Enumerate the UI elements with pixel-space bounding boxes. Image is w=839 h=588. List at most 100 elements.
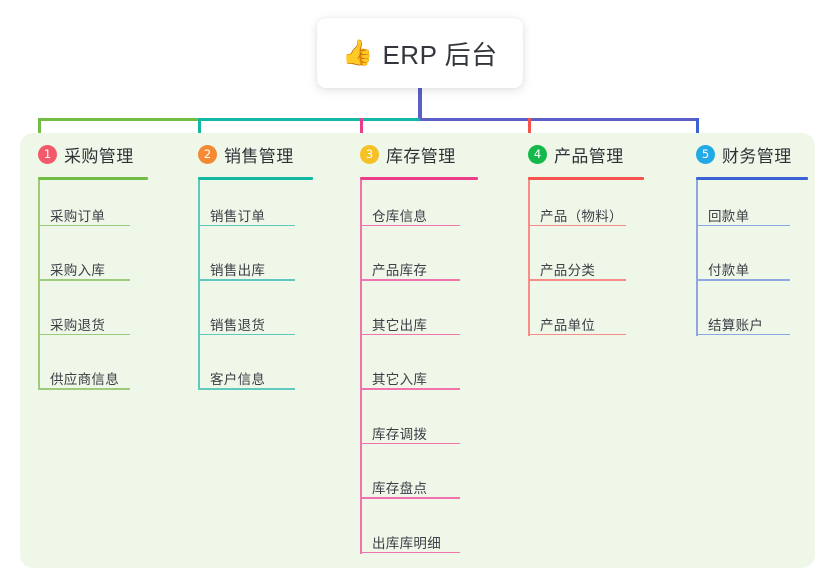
branch-header-1[interactable]: 1 采购管理 — [38, 142, 134, 167]
leaf-item[interactable]: 出库库明细 — [360, 526, 490, 556]
leaf-label: 仓库信息 — [372, 208, 428, 224]
branch-title: 采购管理 — [64, 147, 134, 166]
root-node[interactable]: 👍 ERP 后台 — [317, 18, 523, 88]
leaf-underline — [198, 224, 295, 227]
leaf-label: 采购退货 — [50, 317, 106, 333]
branch-spine — [38, 180, 40, 390]
leaf-item[interactable]: 仓库信息 — [360, 199, 490, 229]
leaf-underline — [696, 224, 790, 227]
branch-spine — [528, 180, 530, 336]
leaf-label: 出库库明细 — [372, 535, 441, 551]
branch-title: 销售管理 — [224, 147, 294, 166]
branch-number-badge: 2 — [198, 145, 217, 164]
leaf-item[interactable]: 付款单 — [696, 253, 826, 283]
leaf-underline — [360, 388, 460, 390]
leaf-label: 供应商信息 — [50, 372, 119, 387]
bus-segment-1 — [40, 118, 198, 121]
branch-stub-3 — [360, 118, 363, 144]
leaf-item[interactable]: 销售出库 — [198, 253, 328, 283]
branch-title: 库存管理 — [386, 147, 456, 166]
leaf-underline — [360, 551, 460, 554]
leaf-label: 产品（物料） — [540, 208, 623, 224]
leaf-item[interactable]: 其它出库 — [360, 308, 490, 338]
leaf-item[interactable]: 库存调拨 — [360, 417, 490, 447]
leaf-label: 付款单 — [708, 263, 750, 278]
leaf-item[interactable]: 产品（物料） — [528, 199, 658, 229]
thumbs-up-icon: 👍 — [342, 38, 374, 67]
leaf-label: 采购订单 — [50, 208, 106, 224]
branch-number-badge: 1 — [38, 145, 57, 164]
leaf-underline — [360, 497, 460, 499]
leaf-item[interactable]: 回款单 — [696, 199, 826, 229]
leaf-label: 结算账户 — [708, 317, 764, 333]
branch-spine — [198, 180, 200, 390]
leaf-item[interactable]: 采购订单 — [38, 199, 168, 229]
bus-segment-2 — [198, 118, 420, 121]
leaf-underline — [198, 333, 295, 336]
leaf-underline — [38, 333, 130, 336]
branch-underline — [198, 177, 313, 180]
branch-header-4[interactable]: 4 产品管理 — [528, 142, 624, 167]
branch-title: 产品管理 — [554, 147, 624, 166]
branch-spine — [360, 180, 362, 554]
leaf-item[interactable]: 采购退货 — [38, 308, 168, 338]
leaf-underline — [696, 279, 790, 281]
leaf-label: 销售订单 — [210, 208, 266, 224]
leaf-underline — [360, 279, 460, 281]
leaf-underline — [38, 279, 130, 281]
leaf-underline — [198, 388, 295, 390]
branch-number-badge: 4 — [528, 145, 547, 164]
leaf-item[interactable]: 客户信息 — [198, 362, 328, 392]
leaf-label: 其它入库 — [372, 372, 428, 387]
leaf-label: 销售退货 — [210, 317, 266, 333]
branch-stub-5 — [696, 118, 699, 144]
leaf-underline — [38, 224, 130, 227]
branch-title: 财务管理 — [722, 147, 792, 166]
leaf-label: 产品分类 — [540, 263, 596, 278]
branch-stub-4 — [528, 118, 531, 144]
leaf-item[interactable]: 结算账户 — [696, 308, 826, 338]
root-drop-connector — [418, 88, 422, 121]
leaf-item[interactable]: 销售退货 — [198, 308, 328, 338]
branch-underline — [528, 177, 644, 180]
branch-stub-1 — [38, 118, 41, 144]
branch-header-5[interactable]: 5 财务管理 — [696, 142, 792, 167]
leaf-underline — [360, 224, 460, 227]
leaf-label: 采购入库 — [50, 263, 106, 278]
leaf-underline — [198, 279, 295, 281]
branch-header-2[interactable]: 2 销售管理 — [198, 142, 294, 167]
branch-spine — [696, 180, 698, 336]
leaf-underline — [528, 333, 626, 336]
leaf-label: 产品库存 — [372, 263, 428, 278]
leaf-item[interactable]: 其它入库 — [360, 362, 490, 392]
leaf-underline — [528, 224, 626, 227]
leaf-underline — [360, 333, 460, 336]
leaf-underline — [38, 388, 130, 390]
leaf-label: 产品单位 — [540, 317, 596, 333]
leaf-item[interactable]: 销售订单 — [198, 199, 328, 229]
bus-segment-3 — [420, 118, 698, 121]
branch-header-3[interactable]: 3 库存管理 — [360, 142, 456, 167]
leaf-label: 库存调拨 — [372, 426, 428, 442]
leaf-label: 其它出库 — [372, 317, 428, 333]
leaf-label: 销售出库 — [210, 263, 266, 278]
leaf-item[interactable]: 产品单位 — [528, 308, 658, 338]
leaf-underline — [696, 333, 790, 336]
root-title: ERP 后台 — [382, 39, 498, 70]
leaf-item[interactable]: 供应商信息 — [38, 362, 168, 392]
leaf-item[interactable]: 产品分类 — [528, 253, 658, 283]
branch-underline — [38, 177, 148, 180]
branch-number-badge: 5 — [696, 145, 715, 164]
leaf-label: 库存盘点 — [372, 481, 428, 496]
branch-stub-2 — [198, 118, 201, 144]
branch-underline — [360, 177, 478, 180]
branch-number-badge: 3 — [360, 145, 379, 164]
leaf-item[interactable]: 采购入库 — [38, 253, 168, 283]
branch-underline — [696, 177, 808, 180]
leaf-item[interactable]: 库存盘点 — [360, 471, 490, 501]
branches-panel: 1 采购管理采购订单采购入库采购退货供应商信息 2 销售管理销售订单销售出库销售退货客… — [20, 133, 815, 568]
leaf-label: 回款单 — [708, 208, 750, 224]
leaf-underline — [528, 279, 626, 281]
leaf-item[interactable]: 产品库存 — [360, 253, 490, 283]
